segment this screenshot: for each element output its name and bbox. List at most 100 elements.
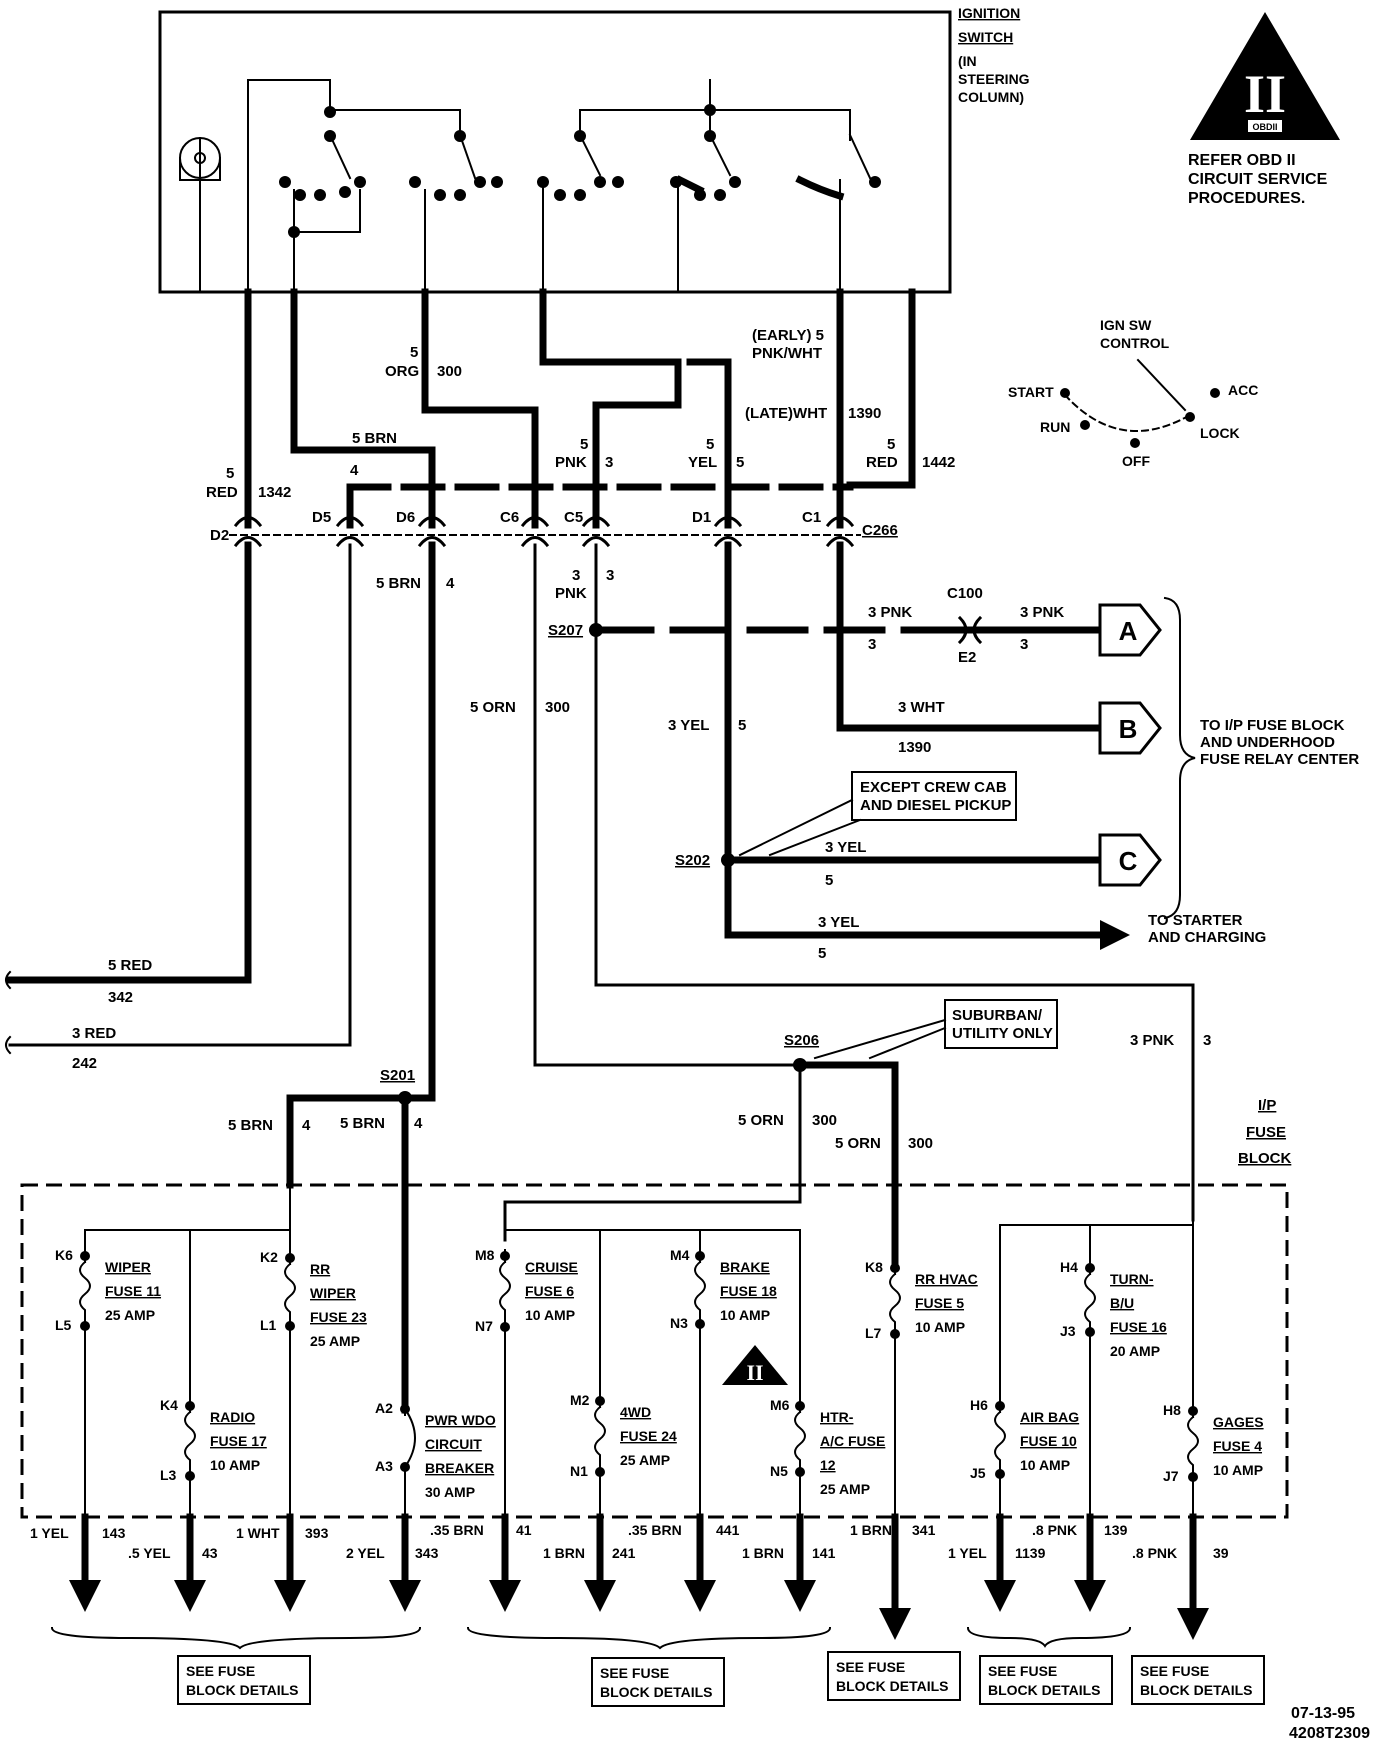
ign-control-title-1: IGN SW — [1100, 317, 1152, 333]
c-wire-a: 3 YEL — [825, 839, 866, 856]
fuse-bottom-pin: J5 — [970, 1465, 986, 1481]
output-gauge-color: 1 WHT — [236, 1525, 280, 1541]
orn300-a: 5 ORN — [470, 699, 516, 716]
see-line-1: SEE FUSE — [1140, 1663, 1209, 1679]
output-circuit: 343 — [415, 1545, 439, 1561]
orn300l-b: 300 — [812, 1112, 837, 1129]
wire-pnk-a: 5 — [580, 436, 588, 453]
conn-e2: E2 — [958, 649, 976, 666]
output-gauge-color: .8 PNK — [1032, 1522, 1077, 1538]
obd-ii-brake-icon: II — [722, 1345, 788, 1385]
wire-red1442-b: RED — [866, 454, 898, 471]
output-circuit: 393 — [305, 1525, 329, 1541]
fuse-top-pin: M8 — [475, 1247, 495, 1263]
splice-s201 — [398, 1091, 412, 1105]
obd-note-3: PROCEDURES. — [1188, 190, 1305, 207]
svg-text:II: II — [746, 1360, 763, 1385]
wire-brn-b: 4 — [350, 462, 359, 479]
fuse-amp: 10 AMP — [1020, 1457, 1070, 1473]
output-wire-0: 1 YEL 143 — [30, 1513, 126, 1612]
fuse-bottom-pin: L7 — [865, 1325, 882, 1341]
fuse-top-pin: H4 — [1060, 1259, 1078, 1275]
splice-s206 — [793, 1058, 807, 1072]
switch-title-4: STEERING — [958, 71, 1030, 87]
conn-c100: C100 — [947, 585, 983, 602]
output-circuit: 139 — [1104, 1522, 1128, 1538]
starter-2: AND CHARGING — [1148, 929, 1266, 946]
flag-a: A — [1119, 616, 1138, 646]
fuse-bottom-pin: J3 — [1060, 1323, 1076, 1339]
conn-c6: C6 — [500, 509, 519, 526]
fuse-name: WIPER — [105, 1259, 151, 1275]
switch-title-1: IGNITION — [958, 5, 1020, 21]
red242-a: 3 RED — [72, 1025, 116, 1042]
a-wire-r2: 3 — [1020, 636, 1028, 653]
pnk33-a: 3 — [572, 567, 580, 584]
upper-wires — [244, 288, 916, 529]
a-wire-l2: 3 — [868, 636, 876, 653]
fuse-name: BRAKE — [720, 1259, 770, 1275]
fuse-number: FUSE 16 — [1110, 1319, 1167, 1335]
ign-acc-label: ACC — [1228, 382, 1258, 398]
brn4l-b: 4 — [302, 1117, 311, 1134]
wire-pnk-b: PNK — [555, 454, 587, 471]
fuse-number: FUSE 18 — [720, 1283, 777, 1299]
output-gauge-color: 1 YEL — [30, 1525, 69, 1541]
orn300r-a: 5 ORN — [835, 1135, 881, 1152]
output-circuit: 143 — [102, 1525, 126, 1541]
output-gauge-color: .35 BRN — [628, 1522, 682, 1538]
fuse-amp: 10 AMP — [210, 1457, 260, 1473]
flag-arrows: A B C — [1098, 596, 1196, 950]
fuse-amp: 10 AMP — [915, 1319, 965, 1335]
fuse-amp: 10 AMP — [720, 1307, 770, 1323]
wire-pnkwht-d: 1390 — [848, 405, 881, 422]
fuse-name-2: CIRCUIT — [425, 1436, 482, 1452]
footer-date: 07-13-95 — [1291, 1705, 1355, 1722]
fuse-top-pin: M2 — [570, 1392, 590, 1408]
obd-ii-symbol: II — [1244, 64, 1286, 124]
red242-b: 242 — [72, 1055, 97, 1072]
yel35-b: 5 — [738, 717, 746, 734]
yel35-a: 3 YEL — [668, 717, 709, 734]
fuse-top-pin: K4 — [160, 1397, 178, 1413]
wire-org-b: ORG — [385, 363, 419, 380]
see-line-2: BLOCK DETAILS — [186, 1682, 299, 1698]
fuse-bottom-pin: N7 — [475, 1318, 493, 1334]
conn-c266: C266 — [862, 522, 898, 539]
fuse-number: FUSE 10 — [1020, 1433, 1077, 1449]
fuse-bottom-pin: A3 — [375, 1458, 393, 1474]
label-s207: S207 — [548, 622, 583, 639]
output-wire-10: .8 PNK 139 — [1032, 1513, 1128, 1612]
wire-pnkwht-a: (EARLY) 5 — [752, 327, 824, 344]
fuse-top-pin: H6 — [970, 1397, 988, 1413]
brn4r-a: 5 BRN — [340, 1115, 385, 1132]
connector-c266: D2 D5 D6 C6 C5 D1 C1 C266 — [210, 509, 898, 548]
pnk3-a: 3 PNK — [1130, 1032, 1174, 1049]
fuse-amp: 30 AMP — [425, 1484, 475, 1500]
ign-start-label: START — [1008, 384, 1054, 400]
output-gauge-color: .35 BRN — [430, 1522, 484, 1538]
see-line-2: BLOCK DETAILS — [988, 1682, 1101, 1698]
except-2: AND DIESEL PICKUP — [860, 797, 1011, 814]
fuse-top-pin: K8 — [865, 1259, 883, 1275]
pnk33-c: 3 — [606, 567, 614, 584]
except-box — [851, 771, 1017, 821]
fuse-top-pin: K2 — [260, 1249, 278, 1265]
obd-ii-note: II OBDII REFER OBD II CIRCUIT SERVICE PR… — [1188, 12, 1340, 207]
output-wire-2: 1 WHT 393 — [236, 1513, 329, 1612]
fuse-bottom-pin: L3 — [160, 1467, 177, 1483]
fuse-name-2: A/C FUSE — [820, 1433, 885, 1449]
